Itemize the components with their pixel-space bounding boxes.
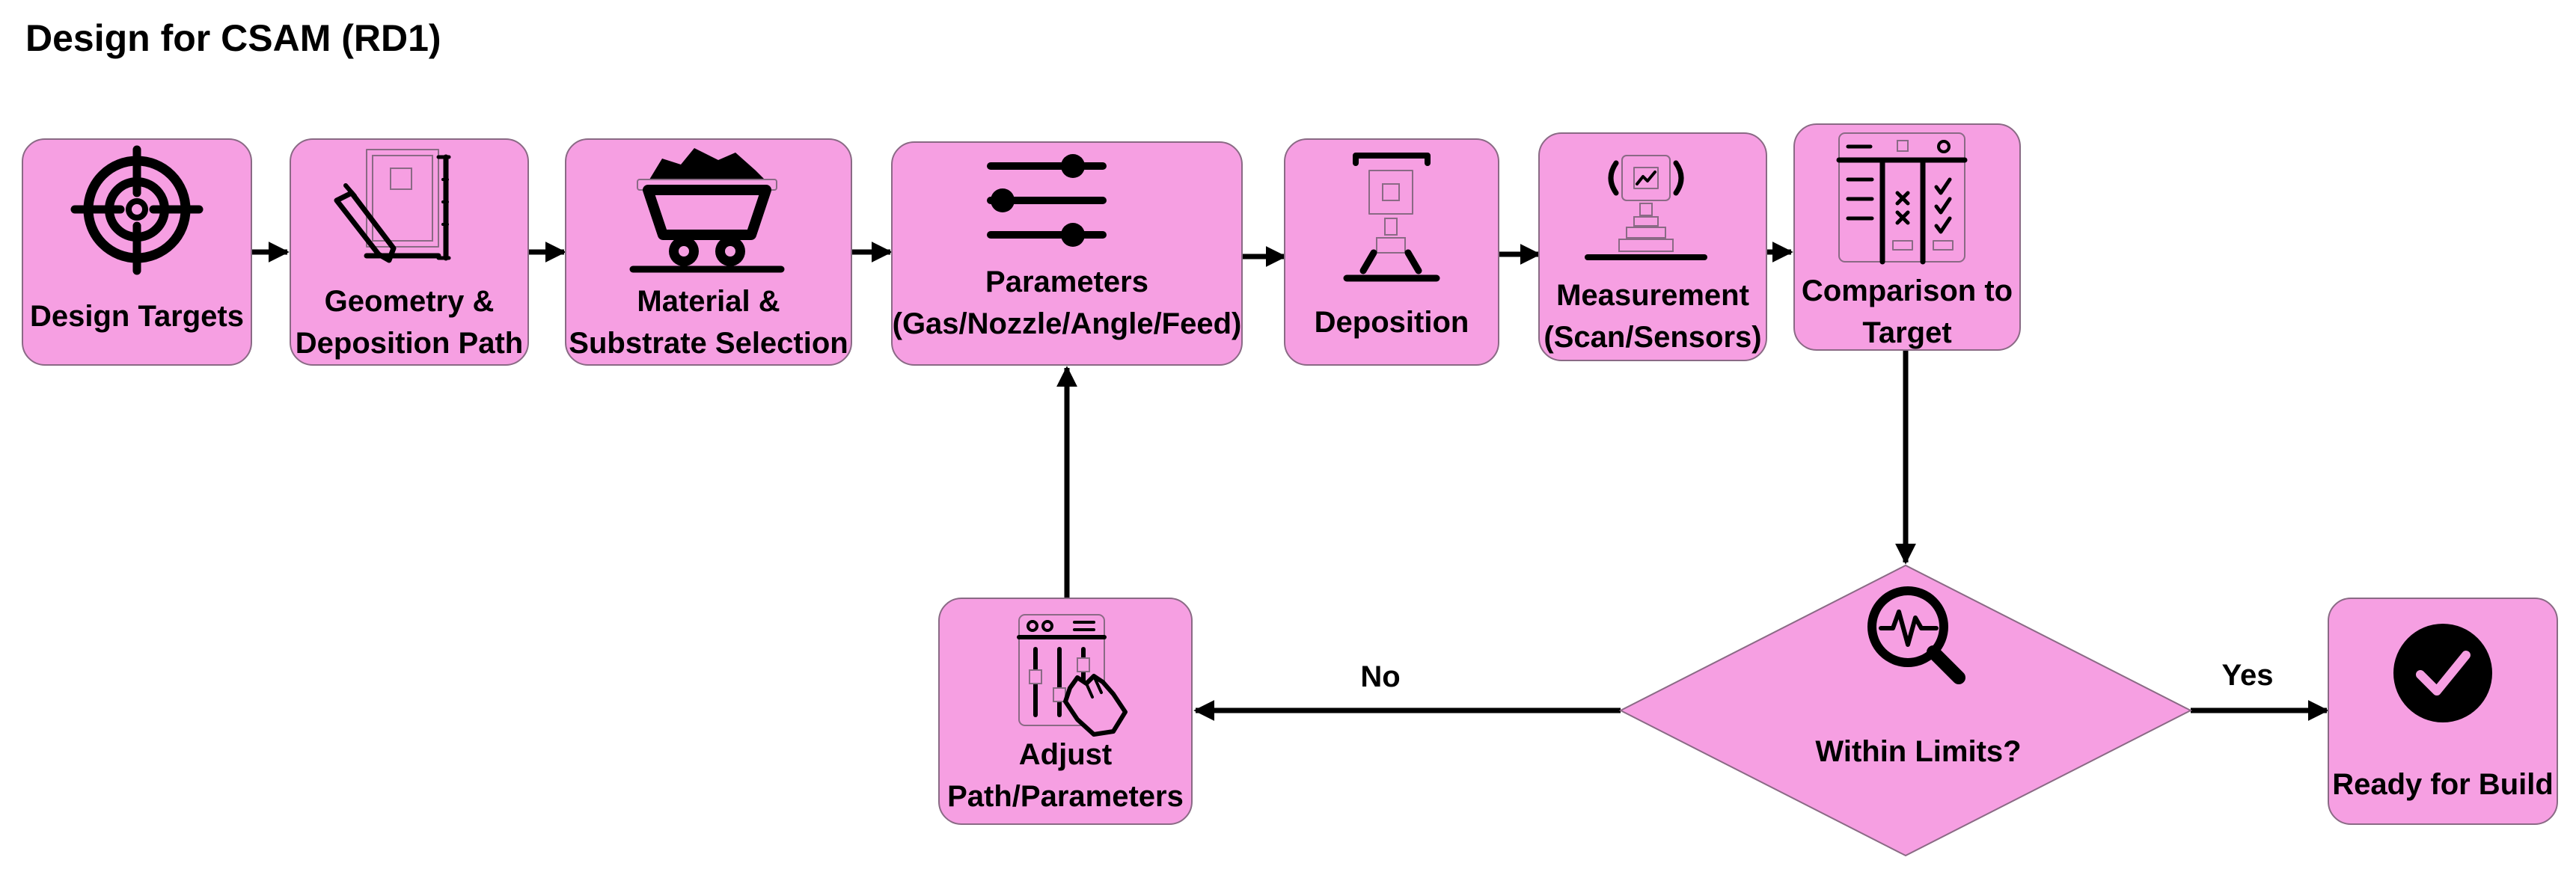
robot-nozzle-icon <box>1343 153 1440 282</box>
checklist-table-icon <box>1836 132 1968 265</box>
node-deposition: Deposition <box>1284 138 1499 366</box>
node-ready: Ready for Build <box>2328 598 2558 825</box>
diagram-title: Design for CSAM (RD1) <box>25 17 441 59</box>
check-circle-icon <box>2393 624 2492 722</box>
node-label-line: Ready for Build <box>2332 768 2554 801</box>
node-label-line: Within Limits? <box>1815 735 2021 768</box>
drafting-pencil-icon <box>334 149 451 263</box>
control-panel-hand-icon <box>1017 614 1128 737</box>
target-icon <box>70 145 204 275</box>
node-label-line: Target <box>1862 316 1951 349</box>
edge-label-yes: Yes <box>2222 659 2274 692</box>
node-design-targets: Design Targets <box>22 138 252 366</box>
node-label-line: Comparison to <box>1802 274 2013 307</box>
node-label-line: Measurement <box>1556 279 1749 312</box>
node-label-line: Substrate Selection <box>569 327 848 360</box>
node-label-line: Deposition <box>1315 306 1469 339</box>
node-geometry: Geometry & Deposition Path <box>290 138 529 366</box>
node-measurement: Measurement (Scan/Sensors) <box>1538 132 1767 361</box>
sensor-scanner-icon <box>1585 155 1707 260</box>
edge-label-no: No <box>1360 660 1400 693</box>
node-label-line: (Scan/Sensors) <box>1544 321 1761 354</box>
node-label-line: (Gas/Nozzle/Angle/Feed) <box>893 307 1242 340</box>
node-label-line: Path/Parameters <box>947 780 1184 813</box>
node-adjust: Adjust Path/Parameters <box>938 598 1193 825</box>
node-label-line: Geometry & <box>325 285 495 318</box>
mine-cart-icon <box>629 148 785 273</box>
node-label-line: Material & <box>637 285 780 318</box>
sliders-icon <box>987 154 1107 247</box>
edges: No Yes <box>251 242 2329 721</box>
node-parameters: Parameters (Gas/Nozzle/Angle/Feed) <box>891 141 1243 366</box>
node-label-line: Adjust <box>1019 738 1112 771</box>
node-decision: Within Limits? <box>1618 564 2193 857</box>
node-label-line: Parameters <box>985 265 1148 298</box>
node-label-line: Deposition Path <box>296 327 523 360</box>
node-label-line: Design Targets <box>30 300 244 333</box>
magnifier-pulse-icon <box>1867 586 1965 684</box>
node-comparison: Comparison to Target <box>1793 123 2021 351</box>
node-material: Material & Substrate Selection <box>565 138 852 366</box>
